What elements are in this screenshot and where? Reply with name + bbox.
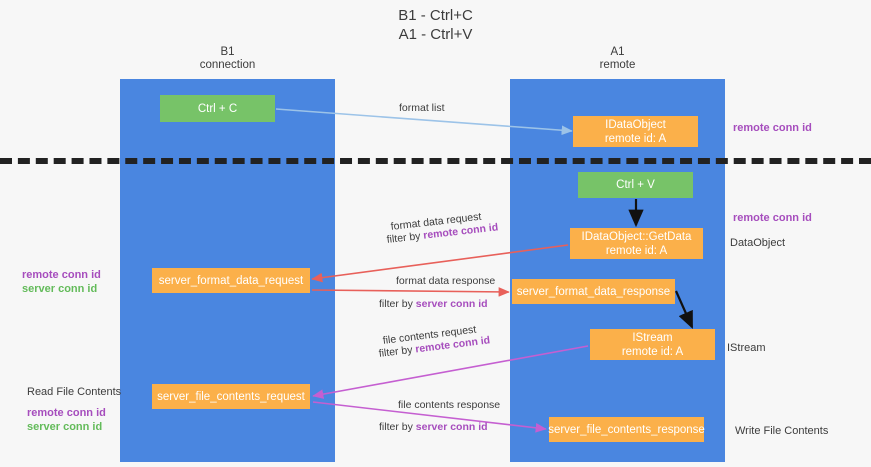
filter-prefix: filter by (386, 229, 425, 246)
section-divider (0, 158, 871, 164)
filter-prefix: filter by (379, 421, 416, 433)
filter-key-server-conn-id: server conn id (415, 298, 488, 310)
annotation-left-mid-server: server conn id (22, 283, 98, 295)
title-line-2: A1 - Ctrl+V (398, 26, 473, 43)
node-istream-sub: remote id: A (621, 345, 684, 358)
node-server-file-contents-response-label: server_file_contents_response (548, 423, 705, 436)
node-idataobject-label: IDataObject (605, 118, 666, 131)
node-istream-label: IStream (632, 331, 673, 344)
edge-label-format-data-response: format data response (396, 275, 496, 287)
node-ctrl-v[interactable]: Ctrl + V (578, 172, 693, 198)
column-header-b1: B1 connection (120, 46, 335, 72)
node-idataobject-sub: remote id: A (604, 132, 667, 145)
annotation-remote-conn-id-mid: remote conn id (733, 212, 812, 224)
annotation-left-bot-remote: remote conn id (27, 407, 106, 419)
node-getdata-label: IDataObject::GetData (581, 230, 692, 243)
filter-prefix: filter by (378, 343, 417, 360)
node-idataobject-getdata[interactable]: IDataObject::GetData remote id: A (570, 228, 703, 259)
annotation-istream: IStream (727, 342, 766, 354)
annotation-dataobject: DataObject (730, 237, 786, 249)
column-header-a1: A1 remote (510, 46, 725, 72)
node-istream[interactable]: IStream remote id: A (590, 329, 715, 360)
column-header-b1-role: connection (199, 59, 256, 71)
node-getdata-sub: remote id: A (605, 244, 668, 257)
edge-label-file-contents-response-filter: filter by server conn id (379, 420, 488, 434)
node-ctrl-v-label: Ctrl + V (616, 179, 655, 191)
annotation-write-file-contents: Write File Contents (735, 425, 829, 437)
annotation-remote-conn-id-top: remote conn id (733, 122, 812, 134)
node-ctrl-c-label: Ctrl + C (197, 102, 238, 115)
annotation-left-bottom: Read File Contents remote conn id server… (27, 385, 121, 434)
title-line-1: B1 - Ctrl+C (398, 7, 473, 24)
annotation-left-bot-server: server conn id (27, 421, 103, 433)
node-idataobject[interactable]: IDataObject remote id: A (573, 116, 698, 147)
node-server-file-contents-request[interactable]: server_file_contents_request (152, 384, 310, 409)
annotation-read-file-contents: Read File Contents (27, 386, 122, 398)
column-header-a1-role: remote (599, 59, 636, 71)
node-server-file-contents-response[interactable]: server_file_contents_response (548, 417, 705, 442)
node-server-format-data-response-label: server_format_data_response (516, 285, 671, 298)
column-header-b1-name: B1 (220, 46, 235, 58)
node-server-file-contents-request-label: server_file_contents_request (157, 390, 305, 403)
edge-label-format-list: format list (399, 102, 445, 114)
edge-label-file-contents-response: file contents response (398, 399, 501, 411)
node-server-format-data-request-label: server_format_data_request (158, 274, 304, 287)
column-header-a1-name: A1 (610, 46, 625, 58)
filter-key-server-conn-id: server conn id (415, 421, 488, 433)
annotation-left-middle: remote conn id server conn id (22, 268, 101, 296)
edge-format-data-response (311, 287, 510, 297)
filter-prefix: filter by (379, 298, 416, 310)
edge-label-format-data-response-filter: filter by server conn id (379, 297, 488, 311)
node-ctrl-c[interactable]: Ctrl + C (160, 95, 275, 122)
annotation-left-mid-remote: remote conn id (22, 269, 101, 281)
page-title: B1 - Ctrl+C A1 - Ctrl+V (0, 6, 871, 44)
node-server-format-data-response[interactable]: server_format_data_response (512, 279, 675, 304)
node-server-format-data-request[interactable]: server_format_data_request (152, 268, 310, 293)
